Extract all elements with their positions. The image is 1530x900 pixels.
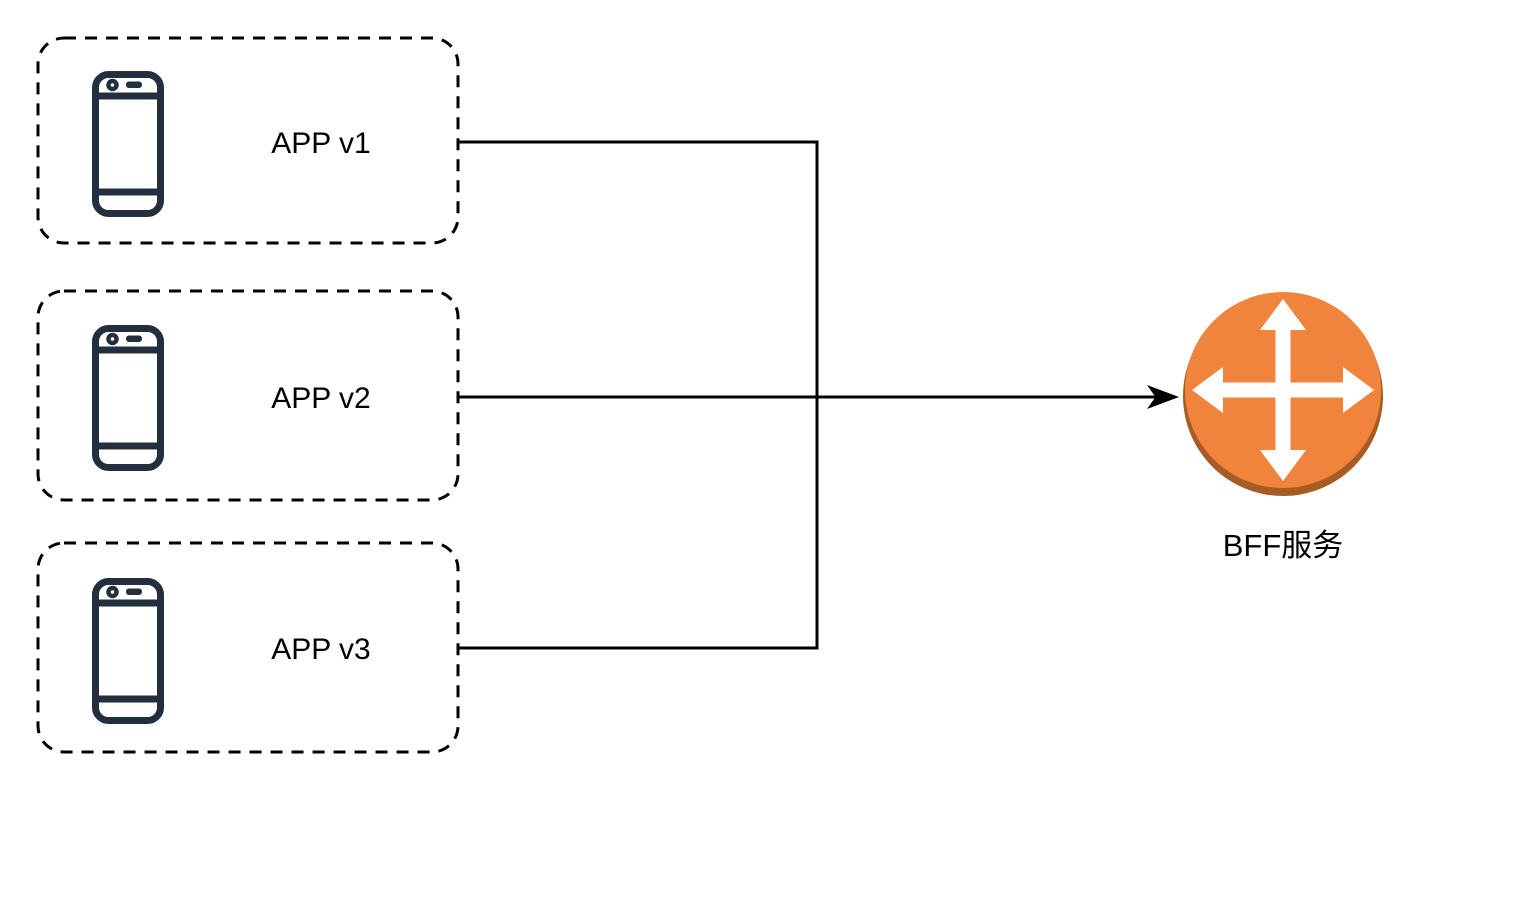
app-v3-label: APP v3: [271, 633, 371, 666]
edge-app-v3-to-bff: [457, 397, 819, 650]
arrowhead-icon: [1147, 385, 1179, 409]
node-app-v2: APP v2: [36, 289, 460, 502]
router-icon: [1183, 292, 1383, 496]
edge-app-v1-to-bff: [457, 140, 819, 397]
edges: [457, 140, 1179, 650]
node-bff: BFF服务: [1183, 292, 1383, 563]
app-v1-box: [36, 36, 460, 245]
app-v3-box: [36, 541, 460, 754]
app-v1-label: APP v1: [271, 127, 371, 160]
node-app-v3: APP v3: [36, 541, 460, 754]
smartphone-icon: [96, 582, 161, 721]
node-app-v1: APP v1: [36, 36, 460, 245]
app-v2-box: [36, 289, 460, 502]
bff-label: BFF服务: [1223, 528, 1344, 563]
smartphone-icon: [96, 75, 161, 214]
smartphone-icon: [96, 329, 161, 468]
app-v2-label: APP v2: [271, 382, 371, 415]
four-way-arrows-icon: [1192, 299, 1374, 481]
